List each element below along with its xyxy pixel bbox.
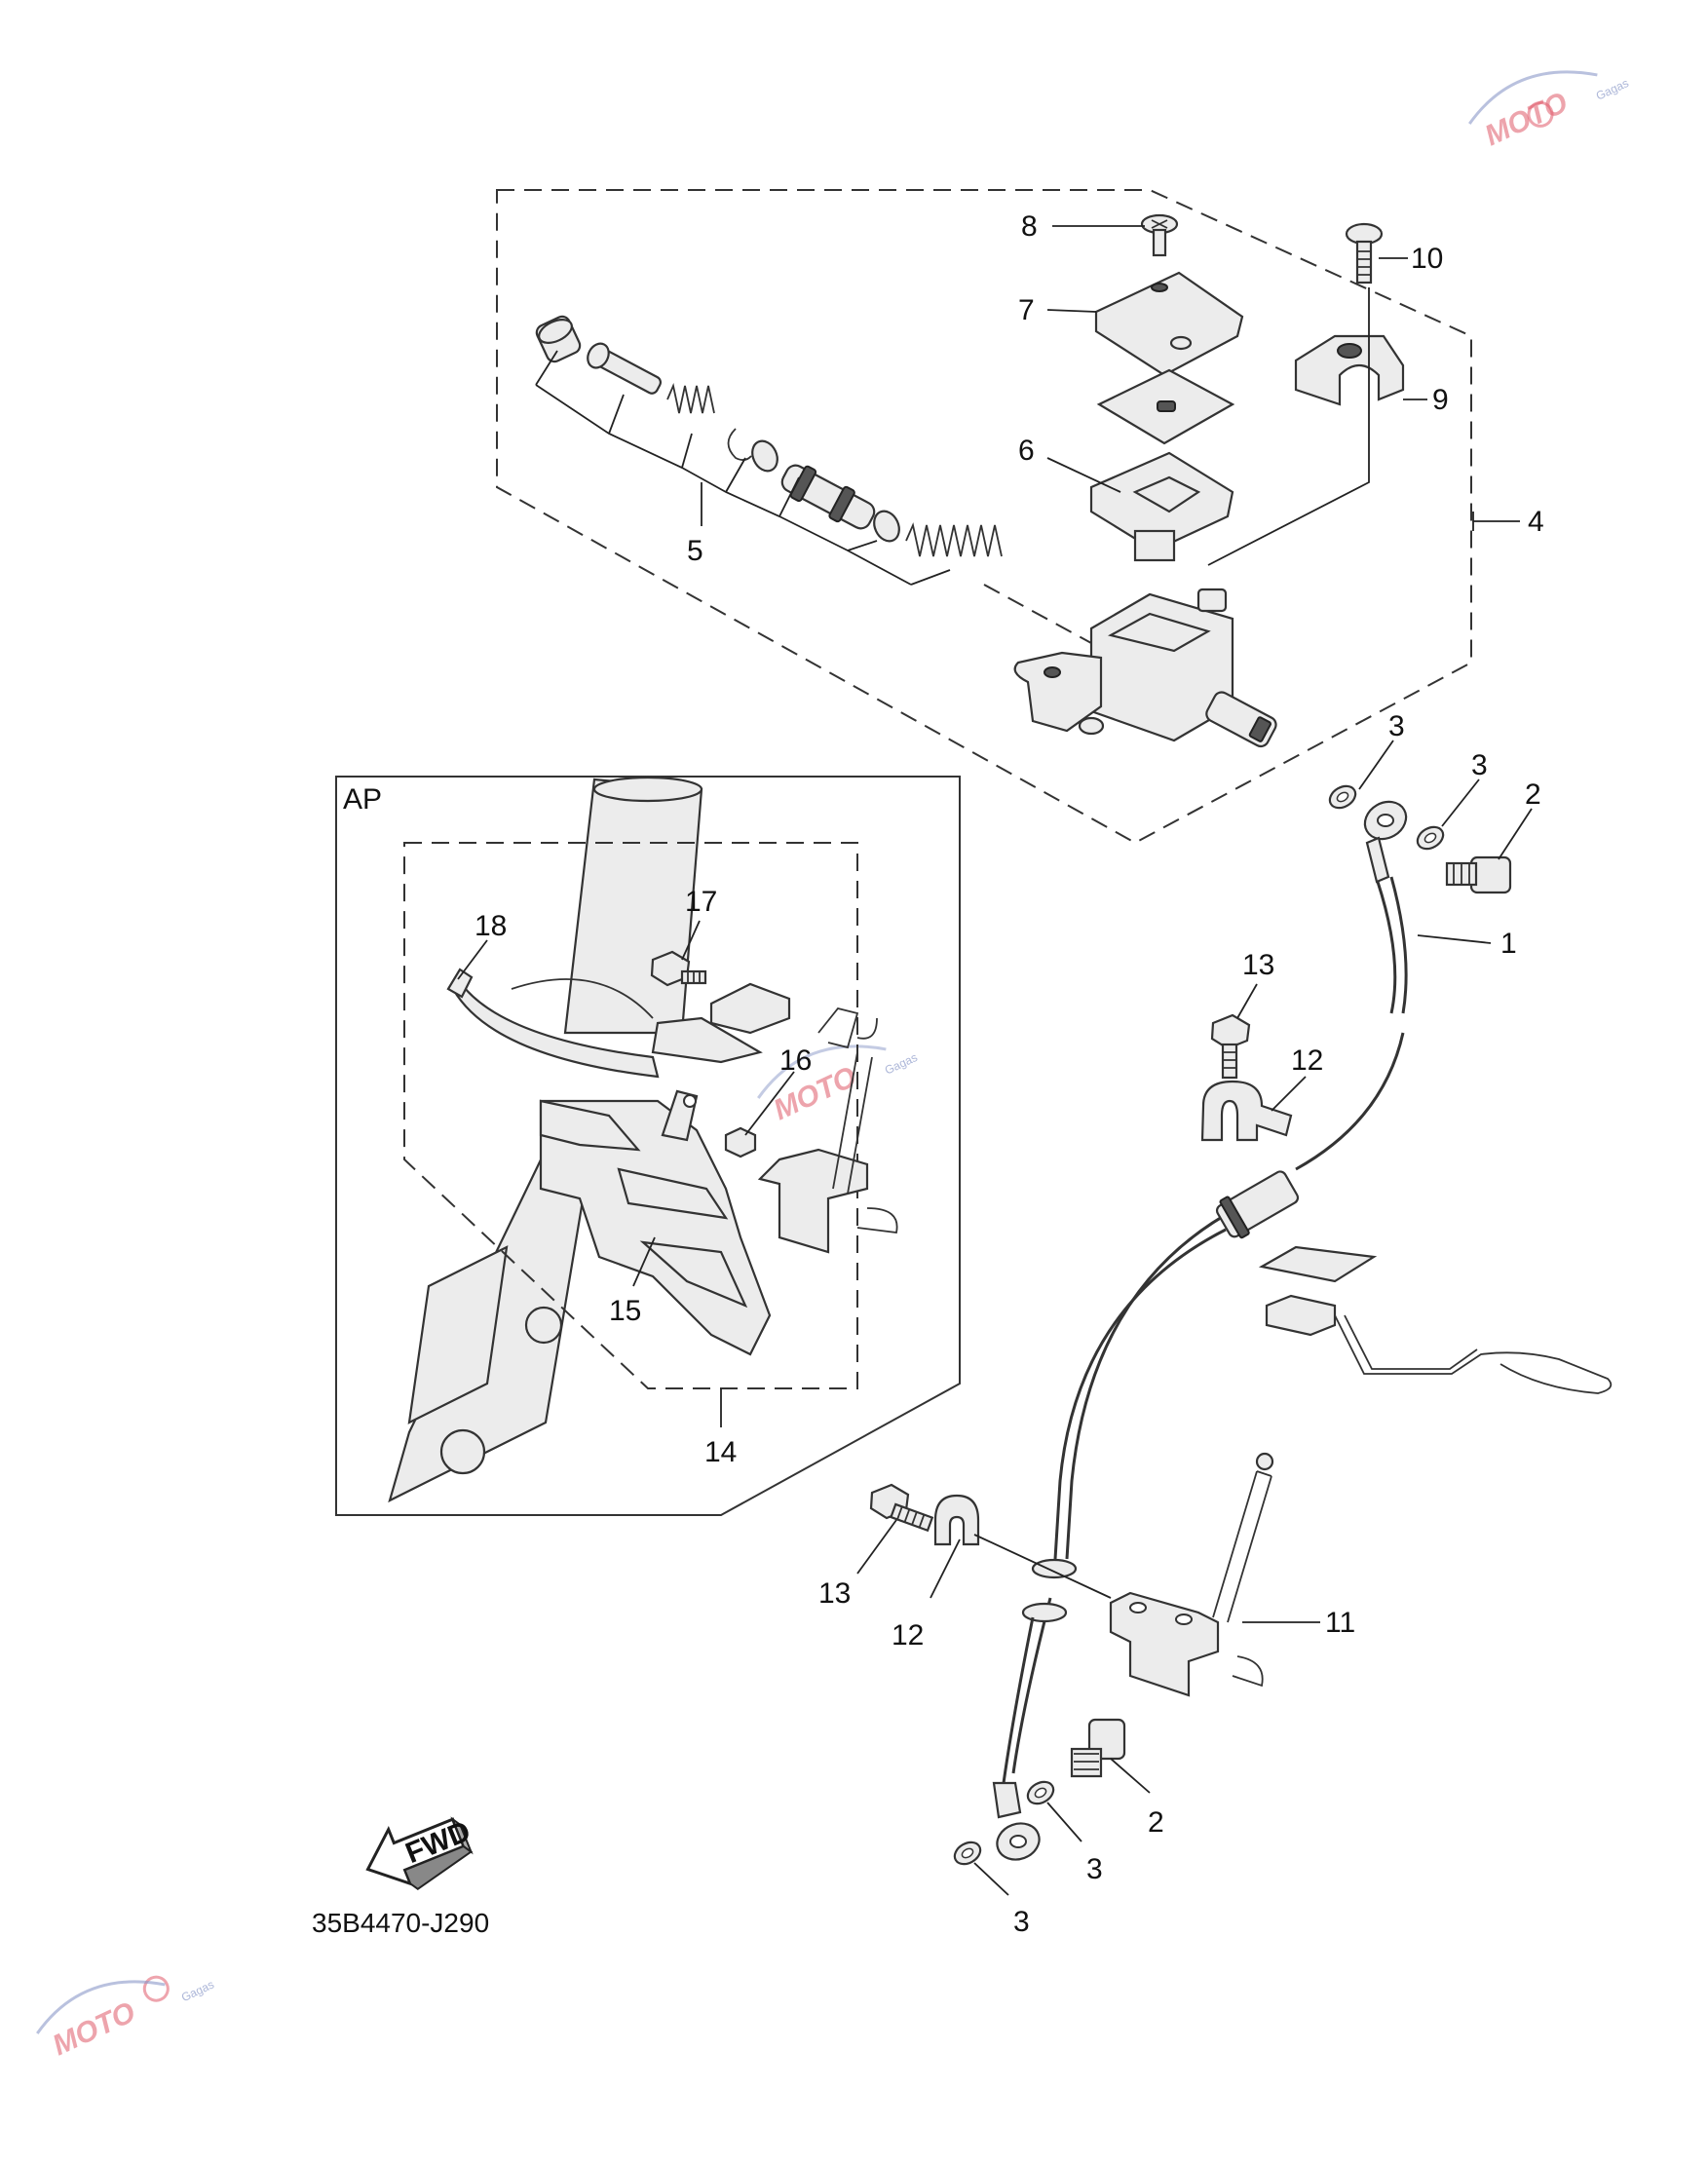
master-cylinder-assembly-outline: [496, 189, 1472, 845]
callout-16: 16: [779, 1044, 812, 1077]
callout-15: 15: [609, 1295, 641, 1327]
holder-bolt: [1345, 222, 1384, 285]
reservoir-cap: [1094, 271, 1244, 377]
callout-13a: 13: [1242, 949, 1274, 981]
hose-clamp-lower: [933, 1494, 980, 1546]
callout-3c: 3: [1086, 1853, 1103, 1885]
callout-18: 18: [474, 910, 507, 942]
callout-12b: 12: [892, 1619, 924, 1651]
callout-17: 17: [685, 886, 717, 918]
brake-hose: [1011, 876, 1408, 1774]
ap-inset-frame: [335, 776, 961, 1516]
washer-3c: [1026, 1780, 1055, 1805]
washer-3d: [953, 1841, 982, 1866]
callout-7: 7: [1018, 294, 1035, 326]
guard-kit-outline: [403, 842, 858, 1389]
master-cylinder-body: [1013, 588, 1277, 748]
guard-clip: [651, 982, 791, 1064]
callout-3b: 3: [1471, 749, 1488, 781]
watermark-top-right: MOTO Gagas: [1468, 70, 1631, 152]
callout-6: 6: [1018, 435, 1035, 467]
reservoir-diaphragm: [1089, 451, 1234, 562]
hose-joint: [1215, 1170, 1300, 1239]
callout-3d: 3: [1013, 1906, 1030, 1938]
inset-bracket: [757, 1006, 898, 1254]
fork-guard: [539, 1089, 772, 1356]
diagram-code: 35B4470-J290: [312, 1908, 489, 1938]
clamp-bolt-upper: [1210, 1013, 1251, 1080]
union-bolt-2b: [1070, 1718, 1126, 1778]
callout-10: 10: [1411, 243, 1443, 275]
callout-5: 5: [687, 535, 703, 567]
hose-banjo-upper: [1363, 800, 1408, 884]
watermark-middle: MOTO Gagas: [757, 1044, 920, 1126]
reservoir-plate: [1096, 368, 1235, 445]
callout-2a: 2: [1525, 778, 1541, 811]
callout-8: 8: [1021, 210, 1038, 243]
hose-bracket-lower: [1109, 1452, 1274, 1697]
callout-9: 9: [1432, 384, 1449, 416]
callout-12a: 12: [1291, 1044, 1323, 1077]
handlebar-holder: [1294, 334, 1405, 406]
hose-bracket-upper: [1258, 1245, 1613, 1394]
guard-band: [446, 968, 660, 1079]
callout-14: 14: [704, 1436, 737, 1468]
clamp-bolt-lower: [869, 1483, 934, 1533]
hose-clamp-upper: [1200, 1080, 1293, 1142]
callout-1: 1: [1500, 928, 1517, 960]
watermark-bottom-left: MOTO Gagas: [36, 1975, 216, 2062]
fwd-arrow-icon: FWD: [365, 1815, 474, 1891]
callout-2b: 2: [1148, 1806, 1164, 1839]
union-bolt-2a: [1445, 855, 1512, 894]
piston-kit: [535, 315, 1092, 644]
callout-leaders: [457, 225, 1533, 1896]
washer-3a: [1328, 784, 1357, 810]
hose-banjo-lower: [992, 1781, 1041, 1861]
inset-label: AP: [343, 783, 382, 816]
guard-bolt: [650, 950, 707, 987]
callout-13b: 13: [818, 1577, 851, 1610]
watermark-sub: Gagas: [883, 1050, 920, 1078]
reservoir-screw: [1140, 213, 1179, 257]
watermark-sub: Gagas: [1594, 76, 1631, 103]
callout-4: 4: [1528, 506, 1544, 538]
washer-3b: [1416, 825, 1445, 851]
guard-nut: [724, 1126, 757, 1158]
callout-11: 11: [1325, 1607, 1355, 1639]
callout-3a: 3: [1388, 710, 1405, 742]
watermark-sub: Gagas: [179, 1978, 216, 2005]
